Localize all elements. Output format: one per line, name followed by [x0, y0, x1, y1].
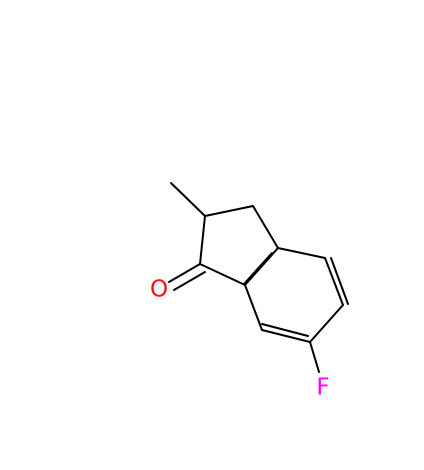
bond-c1-o-a: [168, 263, 201, 283]
bond-c2-c1: [199, 215, 206, 265]
bond-c2-c3: [204, 205, 254, 217]
fluorine-atom-label: F: [316, 375, 329, 401]
bond-c6-f: [309, 341, 320, 373]
bond-methyl-c2: [170, 182, 206, 217]
bond-c6-c7-inner: [261, 323, 309, 337]
bond-c3a-c7a: [244, 247, 279, 286]
bond-c1-c7a: [199, 263, 246, 286]
bond-c3-c3a: [252, 205, 279, 249]
bond-c4-c5: [324, 257, 344, 306]
bond-c6-c7: [261, 329, 311, 343]
bond-c3a-c4: [277, 247, 326, 259]
bond-c7-c7a: [244, 284, 263, 331]
bond-c1-o-b: [173, 271, 206, 291]
bond-c5-c6: [309, 304, 344, 343]
oxygen-atom-label: O: [150, 277, 168, 303]
bond-c4-c5-inner: [330, 257, 349, 305]
bond-c3a-c7a-inner: [243, 252, 273, 285]
